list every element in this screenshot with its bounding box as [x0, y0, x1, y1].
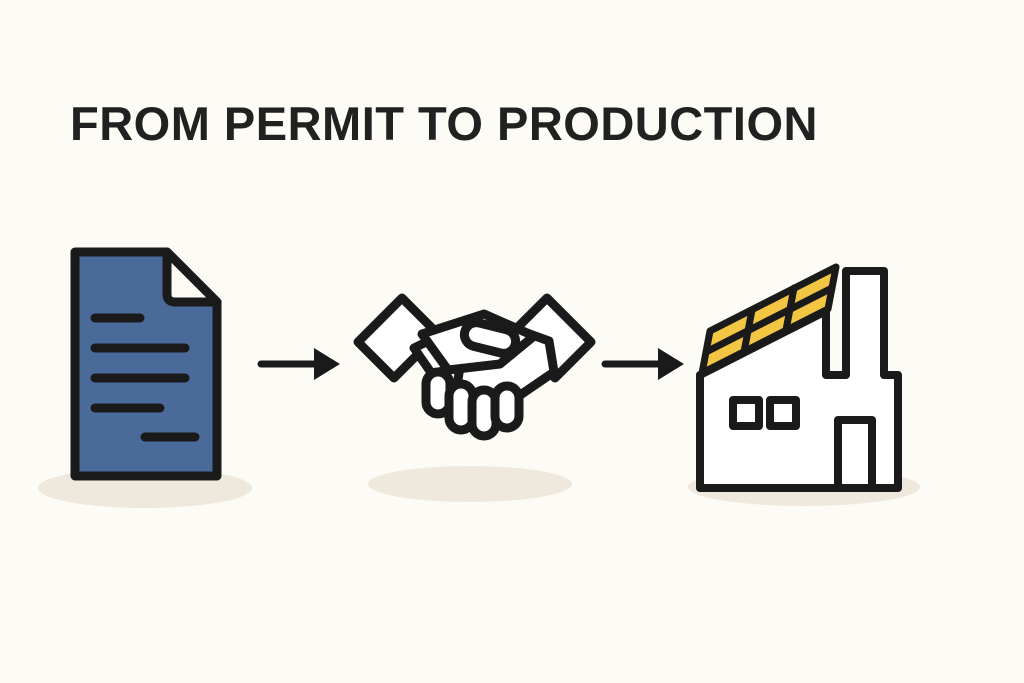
handshake-icon [353, 293, 596, 441]
solar-panel [698, 263, 840, 377]
arrow-right-icon [601, 348, 684, 380]
document-text-lines [90, 313, 200, 442]
factory-window [766, 396, 800, 430]
diagram-title: FROM PERMIT TO PRODUCTION [70, 97, 818, 150]
factory-window [729, 396, 763, 430]
factory-icon [696, 263, 902, 492]
handshake-shadow [368, 466, 572, 502]
clasped-fingers [421, 367, 524, 441]
document-icon [70, 247, 222, 481]
document-body [70, 247, 222, 481]
thumb [459, 318, 521, 358]
factory-door [834, 416, 876, 492]
arrow-right-icon [257, 348, 340, 380]
document-folded-corner [162, 247, 222, 307]
